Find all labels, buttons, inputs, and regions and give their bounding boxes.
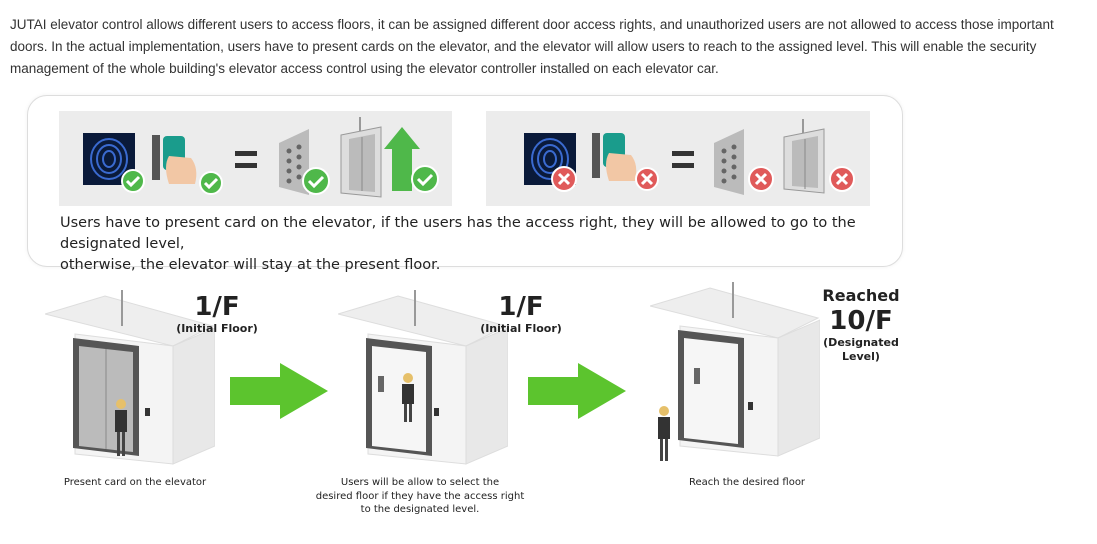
intro-paragraph: JUTAI elevator control allows different … bbox=[10, 17, 1054, 76]
elevator-icon bbox=[340, 117, 382, 198]
step-2-floor-label: 1/F (Initial Floor) bbox=[476, 292, 566, 336]
step-2-floor: 1/F bbox=[498, 292, 544, 322]
elevator-icon bbox=[783, 119, 825, 194]
access-granted-strip bbox=[59, 111, 452, 206]
panel-caption-line-1: Users have to present card on the elevat… bbox=[60, 215, 856, 252]
check-icon bbox=[199, 171, 223, 195]
panel-caption-line-2: otherwise, the elevator will stay at the… bbox=[60, 257, 441, 273]
step-2-elevator-scene bbox=[336, 290, 509, 465]
user-figure-icon bbox=[115, 399, 127, 456]
arrow-right-icon bbox=[230, 363, 330, 424]
keypad-icon bbox=[714, 129, 744, 195]
equals-icon bbox=[672, 151, 694, 168]
step-1-floor-sub: (Initial Floor) bbox=[176, 322, 258, 335]
check-icon bbox=[302, 167, 330, 195]
cross-icon bbox=[551, 166, 577, 192]
step-3-caption-line: Reach the desired floor bbox=[688, 477, 806, 488]
step-1-floor: 1/F bbox=[194, 292, 240, 322]
access-denied-strip bbox=[486, 111, 870, 206]
cross-icon bbox=[829, 166, 855, 192]
cross-icon bbox=[635, 167, 659, 191]
arrow-right-icon bbox=[528, 363, 628, 424]
user-figure-icon bbox=[654, 405, 674, 470]
step-2-caption-line-2: desired floor if they have the access ri… bbox=[315, 490, 525, 502]
user-figure-icon bbox=[402, 373, 414, 422]
step-3-caption: Reach the desired floor bbox=[652, 476, 842, 490]
step-2-floor-sub: (Initial Floor) bbox=[480, 322, 562, 335]
step-1-caption-line: Present card on the elevator bbox=[63, 477, 207, 488]
fingerprint-icon bbox=[83, 133, 135, 185]
step-3-floor-label: Reached 10/F (Designated Level) bbox=[805, 286, 917, 364]
equals-icon bbox=[235, 151, 257, 168]
step-1-caption: Present card on the elevator bbox=[40, 476, 230, 490]
check-icon bbox=[121, 169, 145, 193]
cross-icon bbox=[748, 166, 774, 192]
check-icon bbox=[411, 165, 439, 193]
keypad-icon bbox=[279, 129, 309, 195]
step-1-floor-label: 1/F (Initial Floor) bbox=[172, 292, 262, 336]
step-3-reached: Reached bbox=[822, 286, 900, 305]
step-2-caption-line-1: Users will be allow to select the bbox=[340, 477, 500, 488]
step-3-floor-sub: (Designated Level) bbox=[823, 336, 899, 363]
up-arrow-icon bbox=[384, 127, 420, 191]
panel-caption: Users have to present card on the elevat… bbox=[60, 213, 890, 276]
card-reader-icon bbox=[592, 133, 637, 181]
card-reader-icon bbox=[152, 135, 197, 184]
step-1-elevator-scene bbox=[43, 290, 216, 465]
step-2-caption: Users will be allow to select the desire… bbox=[300, 476, 540, 517]
step-2-caption-line-3: to the designated level. bbox=[360, 504, 480, 515]
step-3-floor: 10/F bbox=[829, 306, 893, 336]
step-3-elevator-scene bbox=[648, 282, 821, 457]
